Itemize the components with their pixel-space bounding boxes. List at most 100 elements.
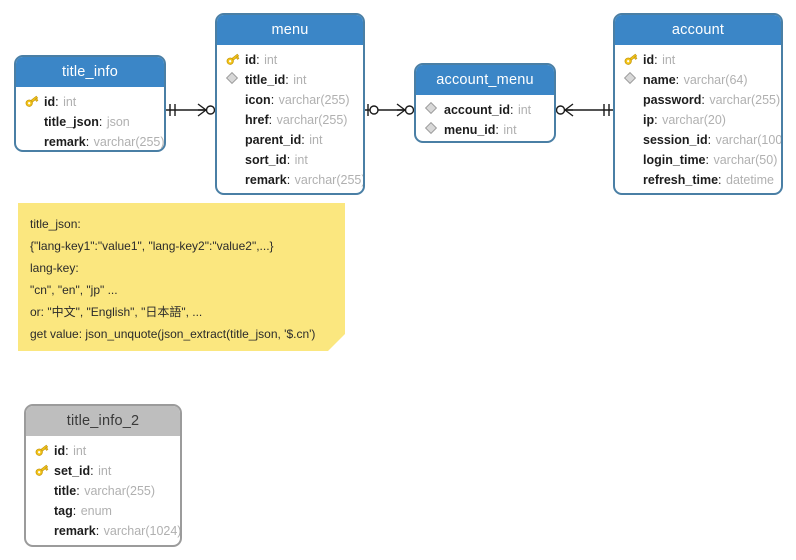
field-marker-none — [623, 131, 641, 149]
note-line: {"lang-key1":"value1", "lang-key2":"valu… — [30, 239, 274, 253]
field-type: varchar(1024) — [103, 524, 182, 538]
field-name: id — [54, 444, 66, 458]
field-name: tag — [54, 504, 73, 518]
field-type: int — [662, 53, 676, 67]
field-name: remark — [44, 135, 86, 149]
note-line: lang-key: — [30, 261, 79, 275]
field-name: login_time — [643, 153, 706, 167]
key-icon — [34, 442, 52, 460]
field-row[interactable]: href: varchar(255) — [217, 110, 363, 130]
field-row[interactable]: account_id: int — [416, 100, 554, 120]
field-type: int — [264, 53, 278, 67]
key-icon — [623, 51, 641, 69]
note-line: or: "中文", "English", "日本語", ... — [30, 305, 203, 319]
field-row[interactable]: set_id: int — [26, 461, 180, 481]
relationship-account_menu-account[interactable] — [555, 103, 613, 117]
field-name: menu_id — [444, 123, 496, 137]
entity-title-title_info: title_info — [16, 57, 164, 87]
relationship-menu-account_menu[interactable] — [365, 103, 415, 117]
field-separator: : — [268, 113, 276, 127]
field-row[interactable]: session_id: varchar(100) — [615, 130, 781, 150]
field-type: varchar(255) — [278, 93, 350, 107]
field-name: set_id — [54, 464, 91, 478]
field-name: title_id — [245, 73, 286, 87]
field-marker-none — [24, 113, 42, 131]
field-type: datetime — [726, 173, 774, 187]
field-row[interactable]: remark: varchar(1024) — [26, 521, 180, 541]
field-row[interactable]: id: int — [26, 441, 180, 461]
field-type: enum — [80, 504, 112, 518]
field-row[interactable]: tag: enum — [26, 501, 180, 521]
entity-title-account: account — [615, 15, 781, 45]
entity-title-menu: menu — [217, 15, 363, 45]
field-name: sort_id — [245, 153, 287, 167]
field-separator: : — [301, 133, 309, 147]
field-row[interactable]: id: int — [217, 50, 363, 70]
field-row[interactable]: sort_id: int — [217, 150, 363, 170]
field-separator: : — [98, 115, 106, 129]
field-name: title — [54, 484, 77, 498]
note-title-json[interactable]: title_json:{"lang-key1":"value1", "lang-… — [18, 203, 345, 351]
field-row[interactable]: id: int — [615, 50, 781, 70]
field-row[interactable]: id: int — [16, 92, 164, 112]
field-row[interactable]: remark: varchar(255) — [217, 170, 363, 190]
field-name: session_id — [643, 133, 708, 147]
field-row[interactable]: login_time: varchar(50) — [615, 150, 781, 170]
field-row[interactable]: parent_id: int — [217, 130, 363, 150]
field-type: int — [503, 123, 517, 137]
field-marker-none — [34, 522, 52, 540]
field-name: remark — [245, 173, 287, 187]
field-separator: : — [285, 73, 293, 87]
field-marker-none — [225, 171, 243, 189]
field-name: password — [643, 93, 702, 107]
field-type: varchar(50) — [713, 153, 778, 167]
field-row[interactable]: refresh_time: datetime — [615, 170, 781, 190]
entity-title-account_menu: account_menu — [416, 65, 554, 95]
field-name: id — [245, 53, 257, 67]
relationship-title_info-menu[interactable] — [166, 103, 216, 117]
field-marker-none — [225, 111, 243, 129]
field-type: varchar(255) — [294, 173, 365, 187]
field-separator: : — [270, 93, 278, 107]
field-separator: : — [705, 153, 713, 167]
field-row[interactable]: title: varchar(255) — [26, 481, 180, 501]
note-line: "cn", "en", "jp" ... — [30, 283, 118, 297]
field-separator: : — [95, 524, 103, 538]
field-type: varchar(255) — [93, 135, 165, 149]
field-type: int — [63, 95, 77, 109]
field-row[interactable]: remark: varchar(255) — [16, 132, 165, 150]
field-type: int — [293, 73, 307, 87]
field-separator: : — [90, 464, 98, 478]
field-separator: : — [654, 113, 662, 127]
field-type: json — [106, 115, 130, 129]
field-separator: : — [65, 444, 73, 458]
field-row[interactable]: menu_id: int — [416, 120, 554, 140]
field-name: href — [245, 113, 269, 127]
field-separator: : — [654, 53, 662, 67]
field-row[interactable]: ip: varchar(20) — [615, 110, 781, 130]
field-row[interactable]: title_id: int — [217, 70, 363, 90]
field-row[interactable]: password: varchar(255) — [615, 90, 781, 110]
key-icon — [225, 51, 243, 69]
field-type: int — [309, 133, 323, 147]
diamond-icon — [424, 101, 442, 119]
field-separator: : — [701, 93, 709, 107]
field-marker-none — [34, 502, 52, 520]
field-type: int — [294, 153, 308, 167]
field-row[interactable]: icon: varchar(255) — [217, 90, 363, 110]
field-row[interactable]: title_json: json — [16, 112, 164, 132]
field-type: int — [98, 464, 112, 478]
field-row[interactable]: name: varchar(64) — [615, 70, 781, 90]
field-name: id — [44, 95, 56, 109]
field-type: varchar(255) — [276, 113, 348, 127]
